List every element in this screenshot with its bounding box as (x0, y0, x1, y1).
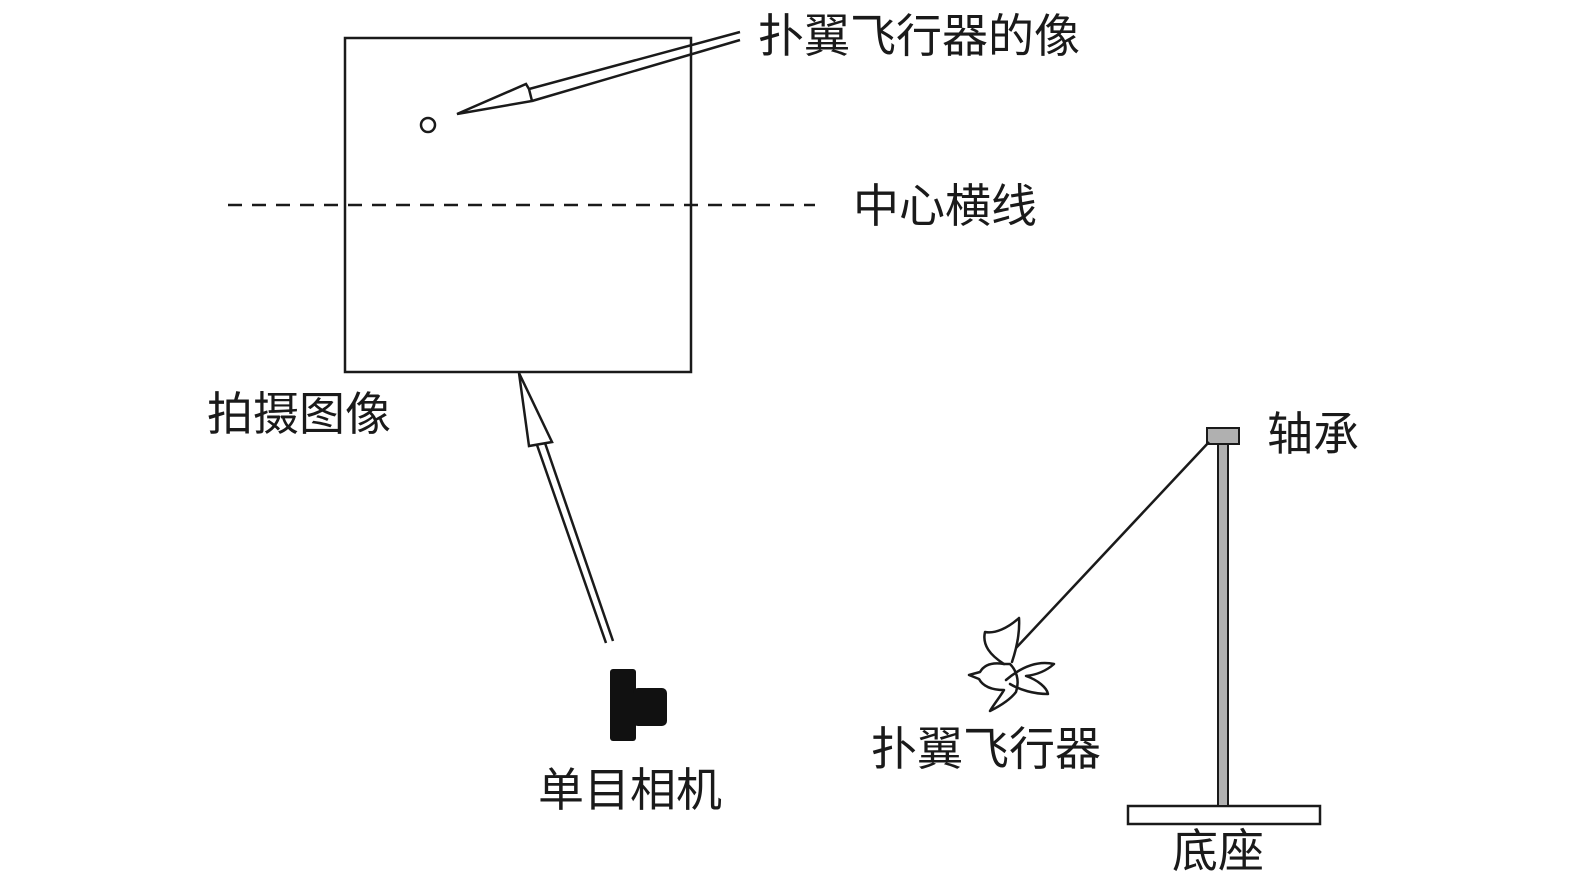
mono-camera-label: 单目相机 (538, 763, 722, 817)
base-label: 底座 (1172, 824, 1264, 878)
bearing-label: 轴承 (1267, 407, 1359, 461)
base-plate (1126, 804, 1322, 826)
captured-image-label: 拍摄图像 (207, 387, 391, 441)
aircraft-image-dot (419, 116, 437, 134)
support-rod (1217, 443, 1229, 807)
camera-icon (610, 669, 667, 741)
image-pointer-arrow (456, 30, 741, 116)
flapping-image-label: 扑翼飞行器的像 (758, 9, 1080, 63)
tether-line (1015, 441, 1210, 649)
bird-icon (967, 616, 1056, 713)
flapping-aircraft-label: 扑翼飞行器 (871, 722, 1101, 776)
bearing-block (1206, 427, 1240, 445)
camera-view-arrow (517, 372, 615, 644)
center-line-label: 中心横线 (853, 179, 1037, 233)
